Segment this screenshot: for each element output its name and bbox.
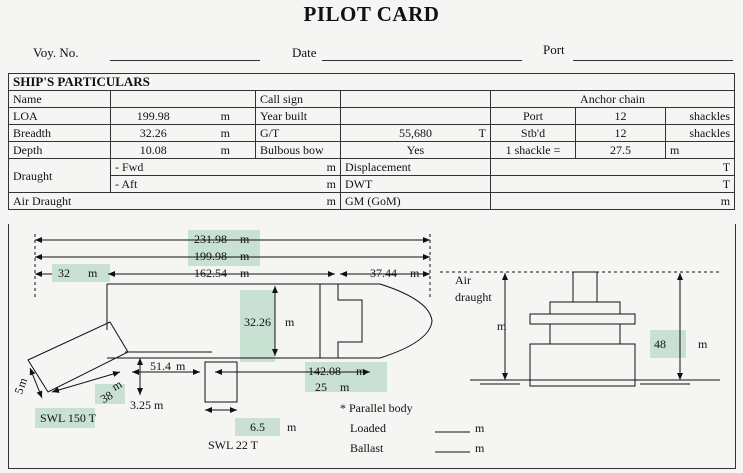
height-unit: m xyxy=(340,380,350,394)
air-draught-unit-diagram: m xyxy=(497,319,507,333)
gangway-reach-unit: m xyxy=(176,359,186,373)
voy-no-field[interactable] xyxy=(110,60,260,61)
loa-unit-diagram: m xyxy=(240,249,250,263)
gangway-width-value: 5 xyxy=(11,386,26,396)
draught-label-diagram: draught xyxy=(455,290,492,304)
height-48-unit: m xyxy=(698,337,708,351)
air-draught-label: Air Draught xyxy=(8,192,196,210)
swl-crane-1: SWL 150 T xyxy=(40,411,97,425)
ship-particulars-table: SHIP'S PARTICULARS Name Call sign Anchor… xyxy=(7,73,736,210)
ballast-unit: m xyxy=(475,441,485,455)
gangway-reach-value: 51.4 xyxy=(150,359,171,373)
depth-label: Depth xyxy=(8,141,111,159)
page-title: PILOT CARD xyxy=(303,2,440,26)
ship-dimensions-diagram xyxy=(8,224,736,469)
beam-unit: m xyxy=(285,315,295,329)
gm-unit[interactable]: m xyxy=(489,192,736,210)
displacement-label: Displacement xyxy=(340,158,491,176)
loa-overall-unit: m xyxy=(240,232,250,246)
gangway-offset-value: 3.25 xyxy=(130,398,151,412)
parallel-body-value: 142.08 xyxy=(308,364,341,378)
shackle-label: 1 shackle = xyxy=(490,141,576,159)
bow-length-unit: m xyxy=(410,266,420,280)
gt-value-text: 55,680 xyxy=(399,126,432,140)
gangway-offset-unit: m xyxy=(154,398,164,412)
deckhouse-width-unit: m xyxy=(287,420,297,434)
beam-value: 32.26 xyxy=(244,315,271,329)
anchor-chain-label: Anchor chain xyxy=(489,90,736,108)
loa-value-diagram: 199.98 xyxy=(194,249,227,263)
date-label: Date xyxy=(292,45,317,60)
height-value: 25 xyxy=(315,380,327,394)
port-field[interactable] xyxy=(573,60,733,61)
parallel-body-note: * Parallel body xyxy=(340,401,413,415)
port-label: Port xyxy=(543,42,565,57)
draught-aft-label: - Aft xyxy=(110,175,196,193)
loaded-label: Loaded xyxy=(350,421,386,435)
midship-length-unit: m xyxy=(240,266,250,280)
loa-label: LOA xyxy=(8,107,111,125)
gm-label: GM (GoM) xyxy=(340,192,491,210)
bow-length-value: 37.44 xyxy=(370,266,397,280)
midship-length-value: 162.54 xyxy=(194,266,227,280)
stern-offset-value: 32 xyxy=(58,266,70,280)
voy-no-label: Voy. No. xyxy=(33,45,79,60)
loa-overall-value: 231.98 xyxy=(194,232,227,246)
swl-crane-2: SWL 22 T xyxy=(208,438,259,452)
parallel-body-unit: m xyxy=(356,364,366,378)
ballast-label: Ballast xyxy=(350,441,384,455)
date-field[interactable] xyxy=(322,60,522,61)
stern-offset-unit: m xyxy=(88,266,98,280)
gt-label: G/T xyxy=(255,124,341,142)
height-48-value: 48 xyxy=(654,337,666,351)
gt-value: 55,680 T xyxy=(340,124,491,142)
loaded-unit: m xyxy=(475,421,485,435)
deckhouse-width-value: 6.5 xyxy=(250,420,265,434)
gt-unit: T xyxy=(478,126,486,140)
air-label: Air xyxy=(455,273,471,287)
